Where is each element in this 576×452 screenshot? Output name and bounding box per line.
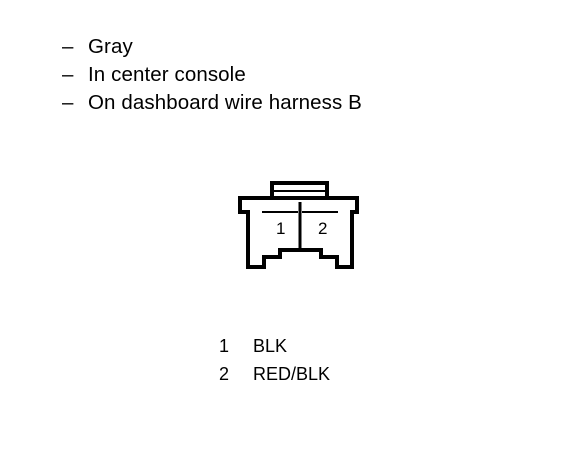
pinout-wire: RED/BLK	[253, 364, 331, 384]
connector-notes: –Gray –In center console –On dashboard w…	[62, 33, 362, 117]
pin-number-2: 2	[318, 219, 327, 238]
pinout-row: 1 BLK	[219, 332, 330, 360]
note-location: –In center console	[62, 63, 246, 86]
note-color: –Gray	[62, 35, 133, 58]
pinout-wire: BLK	[253, 336, 288, 356]
pinout-row: 2 RED/BLK	[219, 360, 330, 388]
pinout-pin: 2	[219, 364, 230, 384]
pinout-table: 1 BLK 2 RED/BLK	[219, 332, 330, 388]
pinout-pin: 1	[219, 336, 230, 356]
connector-housing	[238, 196, 359, 269]
note-text: In center console	[88, 63, 246, 86]
note-text: On dashboard wire harness B	[88, 91, 362, 114]
pin-number-1: 1	[276, 219, 285, 238]
note-text: Gray	[88, 35, 133, 58]
note-harness: –On dashboard wire harness B	[62, 91, 362, 114]
connector-lock-tab	[270, 181, 329, 196]
